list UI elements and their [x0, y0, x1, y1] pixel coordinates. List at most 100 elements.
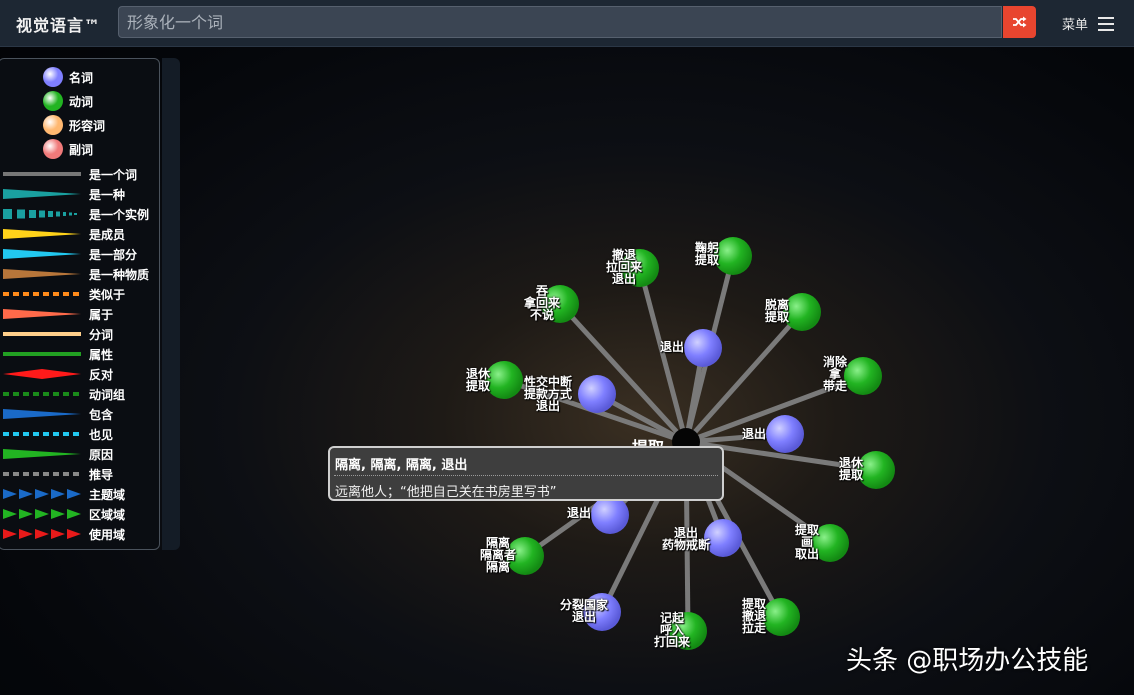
- legend-relation-label: 反对: [89, 367, 114, 382]
- node-label-line: 带走: [822, 379, 848, 393]
- node-label-line: 吞: [535, 284, 549, 298]
- node-label-line: 退出: [611, 272, 637, 286]
- noun-node[interactable]: [591, 496, 629, 534]
- legend-relation-label: 也见: [89, 427, 114, 442]
- noun-node[interactable]: [583, 593, 621, 631]
- shuffle-button[interactable]: [1003, 6, 1036, 38]
- noun-node[interactable]: [704, 519, 742, 557]
- node-label-line: 退出: [741, 427, 767, 441]
- node-label[interactable]: 退休提取: [466, 368, 490, 392]
- legend-relation-label: 包含: [89, 407, 114, 422]
- node-label[interactable]: 退出: [567, 507, 591, 519]
- legend-ball-icon: [43, 115, 63, 135]
- verb-node[interactable]: [506, 537, 544, 575]
- verb-node[interactable]: [714, 237, 752, 275]
- brand-logo[interactable]: 视觉语言™: [16, 16, 102, 35]
- noun-node[interactable]: [684, 329, 722, 367]
- node-label-line: 提取: [741, 597, 767, 611]
- node-label[interactable]: 提取撤退拉走: [742, 598, 766, 634]
- legend-relation-label: 属性: [89, 347, 114, 362]
- node-label[interactable]: 消除拿带走: [823, 356, 847, 392]
- node-label[interactable]: 记起呼入打回来: [654, 612, 690, 648]
- relation-swatch-icon: [3, 432, 81, 436]
- node-label-line: 退休: [465, 367, 491, 381]
- legend-pos-1: 动词: [43, 91, 93, 111]
- node-label-line: 记起: [659, 611, 685, 625]
- node-label-line: 退休: [838, 456, 864, 470]
- legend-relation-6: 类似于: [3, 286, 153, 302]
- node-label[interactable]: 鞠躬提取: [695, 242, 719, 266]
- legend-relation-1: 是一种: [3, 186, 153, 202]
- graph-edge: [637, 267, 689, 443]
- relation-swatch-icon: [3, 369, 81, 379]
- legend-relation-label: 区域域: [89, 507, 126, 522]
- node-label-line: 打回来: [653, 635, 691, 649]
- legend-relation-label: 是一个实例: [89, 207, 150, 222]
- hamburger-icon: [1098, 16, 1115, 31]
- verb-node[interactable]: [857, 451, 895, 489]
- menu-button[interactable]: 菜单: [1062, 14, 1115, 33]
- verb-node[interactable]: [844, 357, 882, 395]
- legend-relation-15: 推导: [3, 466, 153, 482]
- tooltip-divider: [334, 475, 718, 476]
- legend-relation-18: 使用域: [3, 526, 153, 542]
- verb-node[interactable]: [541, 285, 579, 323]
- node-label-line: 隔离: [485, 560, 511, 574]
- node-label-line: 拿回来: [523, 296, 561, 310]
- node-label-line: 分裂国家: [559, 598, 609, 612]
- node-label-line: 隔离者: [479, 548, 517, 562]
- node-label-line: 提取: [794, 523, 820, 537]
- node-label-line: 取出: [794, 547, 820, 561]
- legend-pos-label: 名词: [69, 70, 94, 85]
- relation-swatch-icon: [3, 489, 81, 499]
- verb-node[interactable]: [811, 524, 849, 562]
- verb-node[interactable]: [485, 361, 523, 399]
- node-label[interactable]: 退休提取: [839, 457, 863, 481]
- node-label[interactable]: 分裂国家退出: [560, 599, 608, 623]
- legend-relation-label: 是成员: [89, 227, 126, 242]
- noun-node[interactable]: [578, 375, 616, 413]
- node-label-line: 退出: [659, 340, 685, 354]
- node-label[interactable]: 性交中断提款方式退出: [524, 376, 572, 412]
- verb-node[interactable]: [669, 612, 707, 650]
- noun-node[interactable]: [766, 415, 804, 453]
- node-label-line: 退出: [571, 610, 597, 624]
- legend-pos-label: 动词: [69, 94, 94, 109]
- legend-pos-2: 形容词: [43, 115, 105, 135]
- node-label[interactable]: 提取画取出: [795, 524, 819, 560]
- verb-node[interactable]: [621, 249, 659, 287]
- node-label[interactable]: 吞拿回来不说: [524, 285, 560, 321]
- legend-relation-2: 是一个实例: [3, 206, 153, 222]
- node-label-line: 退出: [673, 526, 699, 540]
- node-label[interactable]: 隔离隔离者隔离: [480, 537, 516, 573]
- node-label-line: 隔离: [485, 536, 511, 550]
- legend-relation-16: 主题域: [3, 486, 153, 502]
- legend-pos-3: 副词: [43, 139, 93, 159]
- graph-edge: [685, 373, 864, 445]
- node-label[interactable]: 退出: [660, 341, 684, 353]
- relation-swatch-icon: [3, 209, 77, 219]
- legend-relation-label: 分词: [89, 327, 114, 342]
- legend-relation-label: 类似于: [89, 287, 126, 302]
- legend-relation-label: 是一种: [89, 187, 126, 202]
- legend-panel: 名词动词形容词副词是一个词是一种是一个实例是成员是一部分是一种物质类似于属于分词…: [0, 58, 160, 550]
- legend-relation-label: 推导: [89, 467, 114, 482]
- relation-swatch-icon: [3, 309, 81, 319]
- relation-swatch-icon: [3, 509, 81, 519]
- legend-scroll-strip: [162, 58, 180, 550]
- node-label[interactable]: 退出药物戒断: [662, 527, 710, 551]
- relation-swatch-icon: [3, 352, 81, 356]
- relation-swatch-icon: [3, 472, 81, 476]
- legend-relation-label: 是一部分: [89, 247, 138, 262]
- node-label[interactable]: 退出: [742, 428, 766, 440]
- legend-pos-label: 副词: [69, 142, 94, 157]
- legend-ball-icon: [43, 91, 63, 111]
- node-label[interactable]: 撤退拉回来退出: [606, 249, 642, 285]
- node-label[interactable]: 脱离提取: [765, 299, 789, 323]
- verb-node[interactable]: [762, 598, 800, 636]
- legend-relation-17: 区域域: [3, 506, 153, 522]
- legend-ball-icon: [43, 67, 63, 87]
- search-input[interactable]: [118, 6, 1002, 38]
- verb-node[interactable]: [783, 293, 821, 331]
